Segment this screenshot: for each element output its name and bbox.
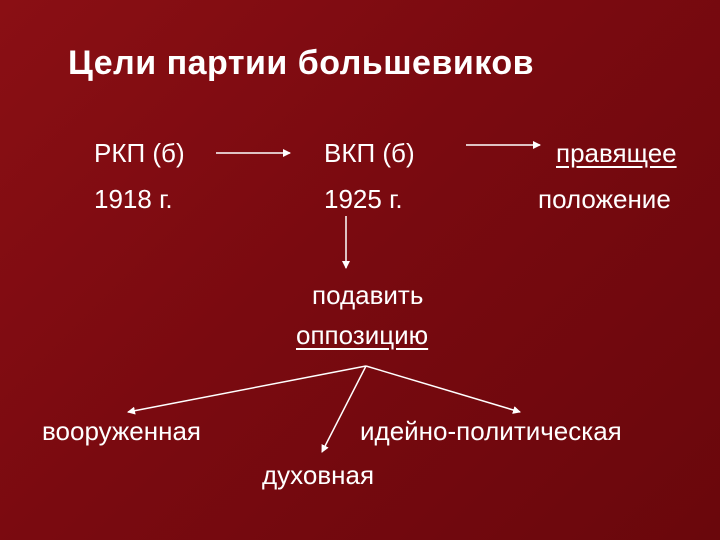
ruling-position-line2: положение bbox=[538, 184, 671, 214]
arrow-to-spiritual bbox=[321, 365, 367, 453]
suppress-line2: оппозицию bbox=[296, 320, 429, 350]
vkp-year: 1925 г. bbox=[324, 184, 403, 214]
branch-armed: вооруженная bbox=[42, 416, 202, 446]
rkp-label: РКП (б) bbox=[94, 138, 185, 168]
slide-title: Цели партии большевиков bbox=[68, 44, 534, 82]
ruling-position-line1: правящее bbox=[556, 138, 677, 168]
branch-spiritual: духовная bbox=[262, 460, 375, 490]
rkp-year: 1918 г. bbox=[94, 184, 173, 214]
vkp-label: ВКП (б) bbox=[324, 138, 415, 168]
arrow-to-ideological bbox=[365, 365, 521, 414]
suppress-line1: подавить bbox=[312, 280, 424, 310]
arrow-to-armed bbox=[127, 365, 367, 415]
branch-ideological: идейно-политическая bbox=[360, 416, 622, 446]
